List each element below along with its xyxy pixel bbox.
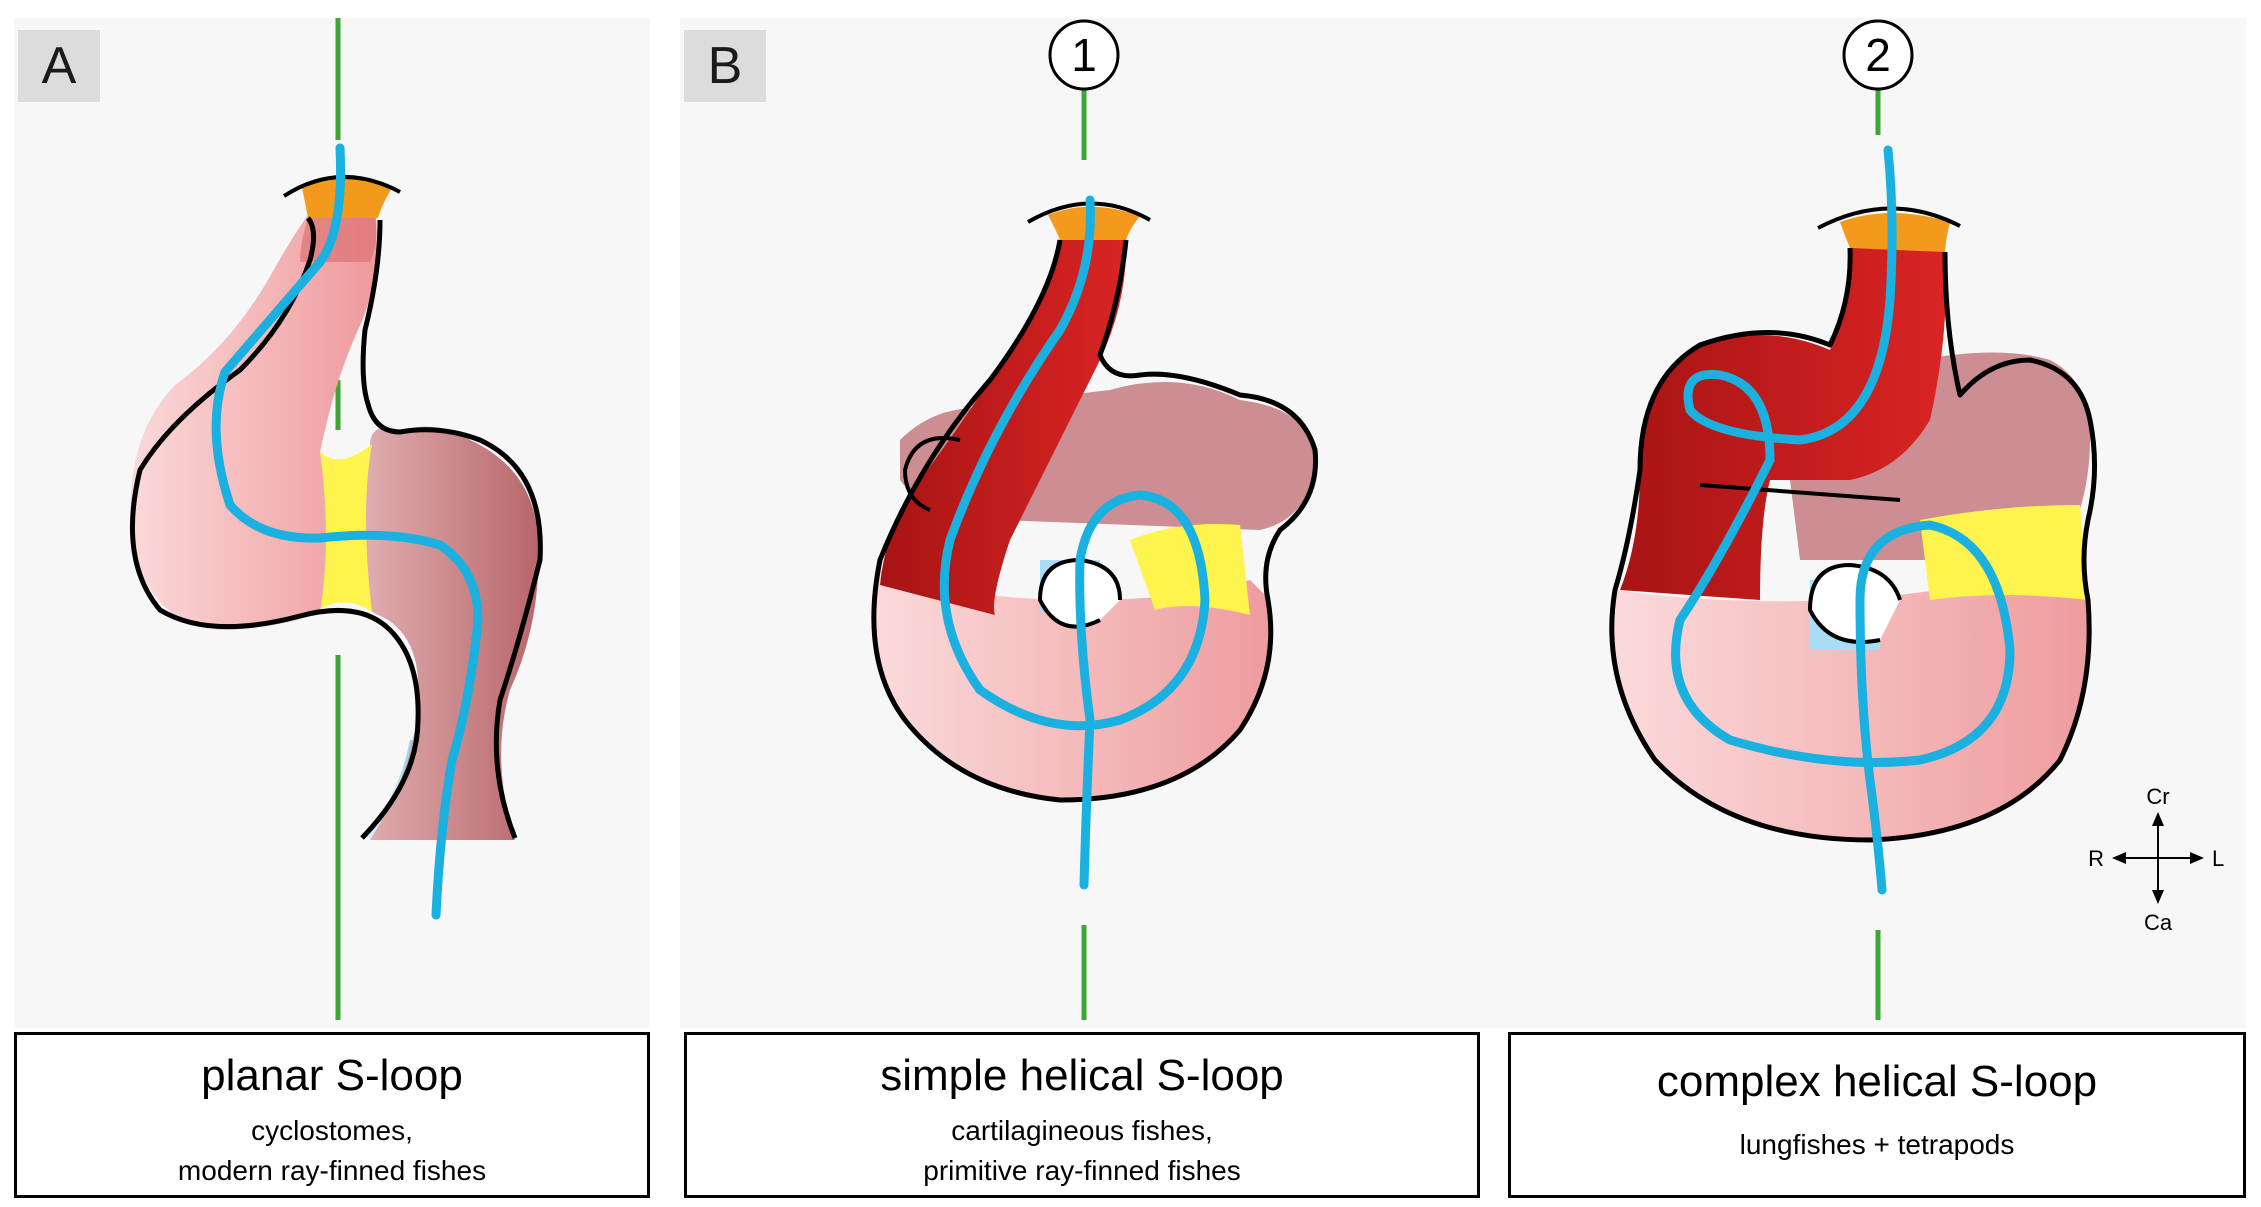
ventricle-base-b2 [1611,570,2089,840]
caption-simple-line2: primitive ray-finned fishes [923,1155,1241,1186]
panel-b-letter: B [684,30,766,102]
flow-line-b1 [939,195,1210,890]
marker-2 [1842,19,1914,91]
caption-simple-title: simple helical S-loop [880,1051,1284,1100]
canal-a [318,444,372,612]
caption-complex-helical: complex helical S-loop lungfishes + tetr… [1508,1032,2246,1198]
panel-a-letter: A [18,30,100,102]
caption-simple-helical: simple helical S-loop cartilagineous fis… [684,1032,1480,1198]
planar-s-loop-heart [130,18,543,1020]
compass-up-label: Cr [2146,784,2169,809]
caption-planar-title: planar S-loop [201,1051,463,1100]
outflow-tract-a [302,178,392,218]
atrium-a [340,426,539,840]
arrow-down-icon [2152,890,2164,904]
canal-b2 [1920,505,2088,600]
arrow-right-icon [2190,852,2204,864]
marker-1-label: 1 [1071,29,1097,81]
canal-b1 [1130,524,1250,615]
caption-planar-line1: cyclostomes, [251,1115,413,1146]
marker-1 [1048,19,1120,91]
compass-down-label: Ca [2144,910,2173,935]
flow-line-b2 [1671,145,2015,895]
ventricle-base-b1 [873,570,1271,800]
caption-complex-line1: lungfishes + tetrapods [1739,1129,2015,1160]
outflow-limb-b2 [1620,245,1946,600]
simple-helical-s-loop-heart: 1 [871,19,1319,1020]
arrow-left-icon [2112,852,2126,864]
caption-complex-title: complex helical S-loop [1656,1057,2098,1106]
flow-line-a [211,143,483,920]
complex-helical-s-loop-heart: 2 [1609,19,2098,1020]
caption-simple-line1: cartilagineous fishes, [951,1115,1213,1146]
ventricle-a [130,212,377,630]
compass-left-label: R [2088,846,2104,871]
caption-planar: planar S-loop cyclostomes, modern ray-fi… [14,1032,650,1198]
orientation-compass: Cr Ca R L [2088,784,2224,935]
arrow-up-icon [2152,812,2164,826]
caption-planar-line2: modern ray-finned fishes [177,1155,487,1186]
marker-2-label: 2 [1865,29,1891,81]
compass-right-label: L [2212,846,2224,871]
